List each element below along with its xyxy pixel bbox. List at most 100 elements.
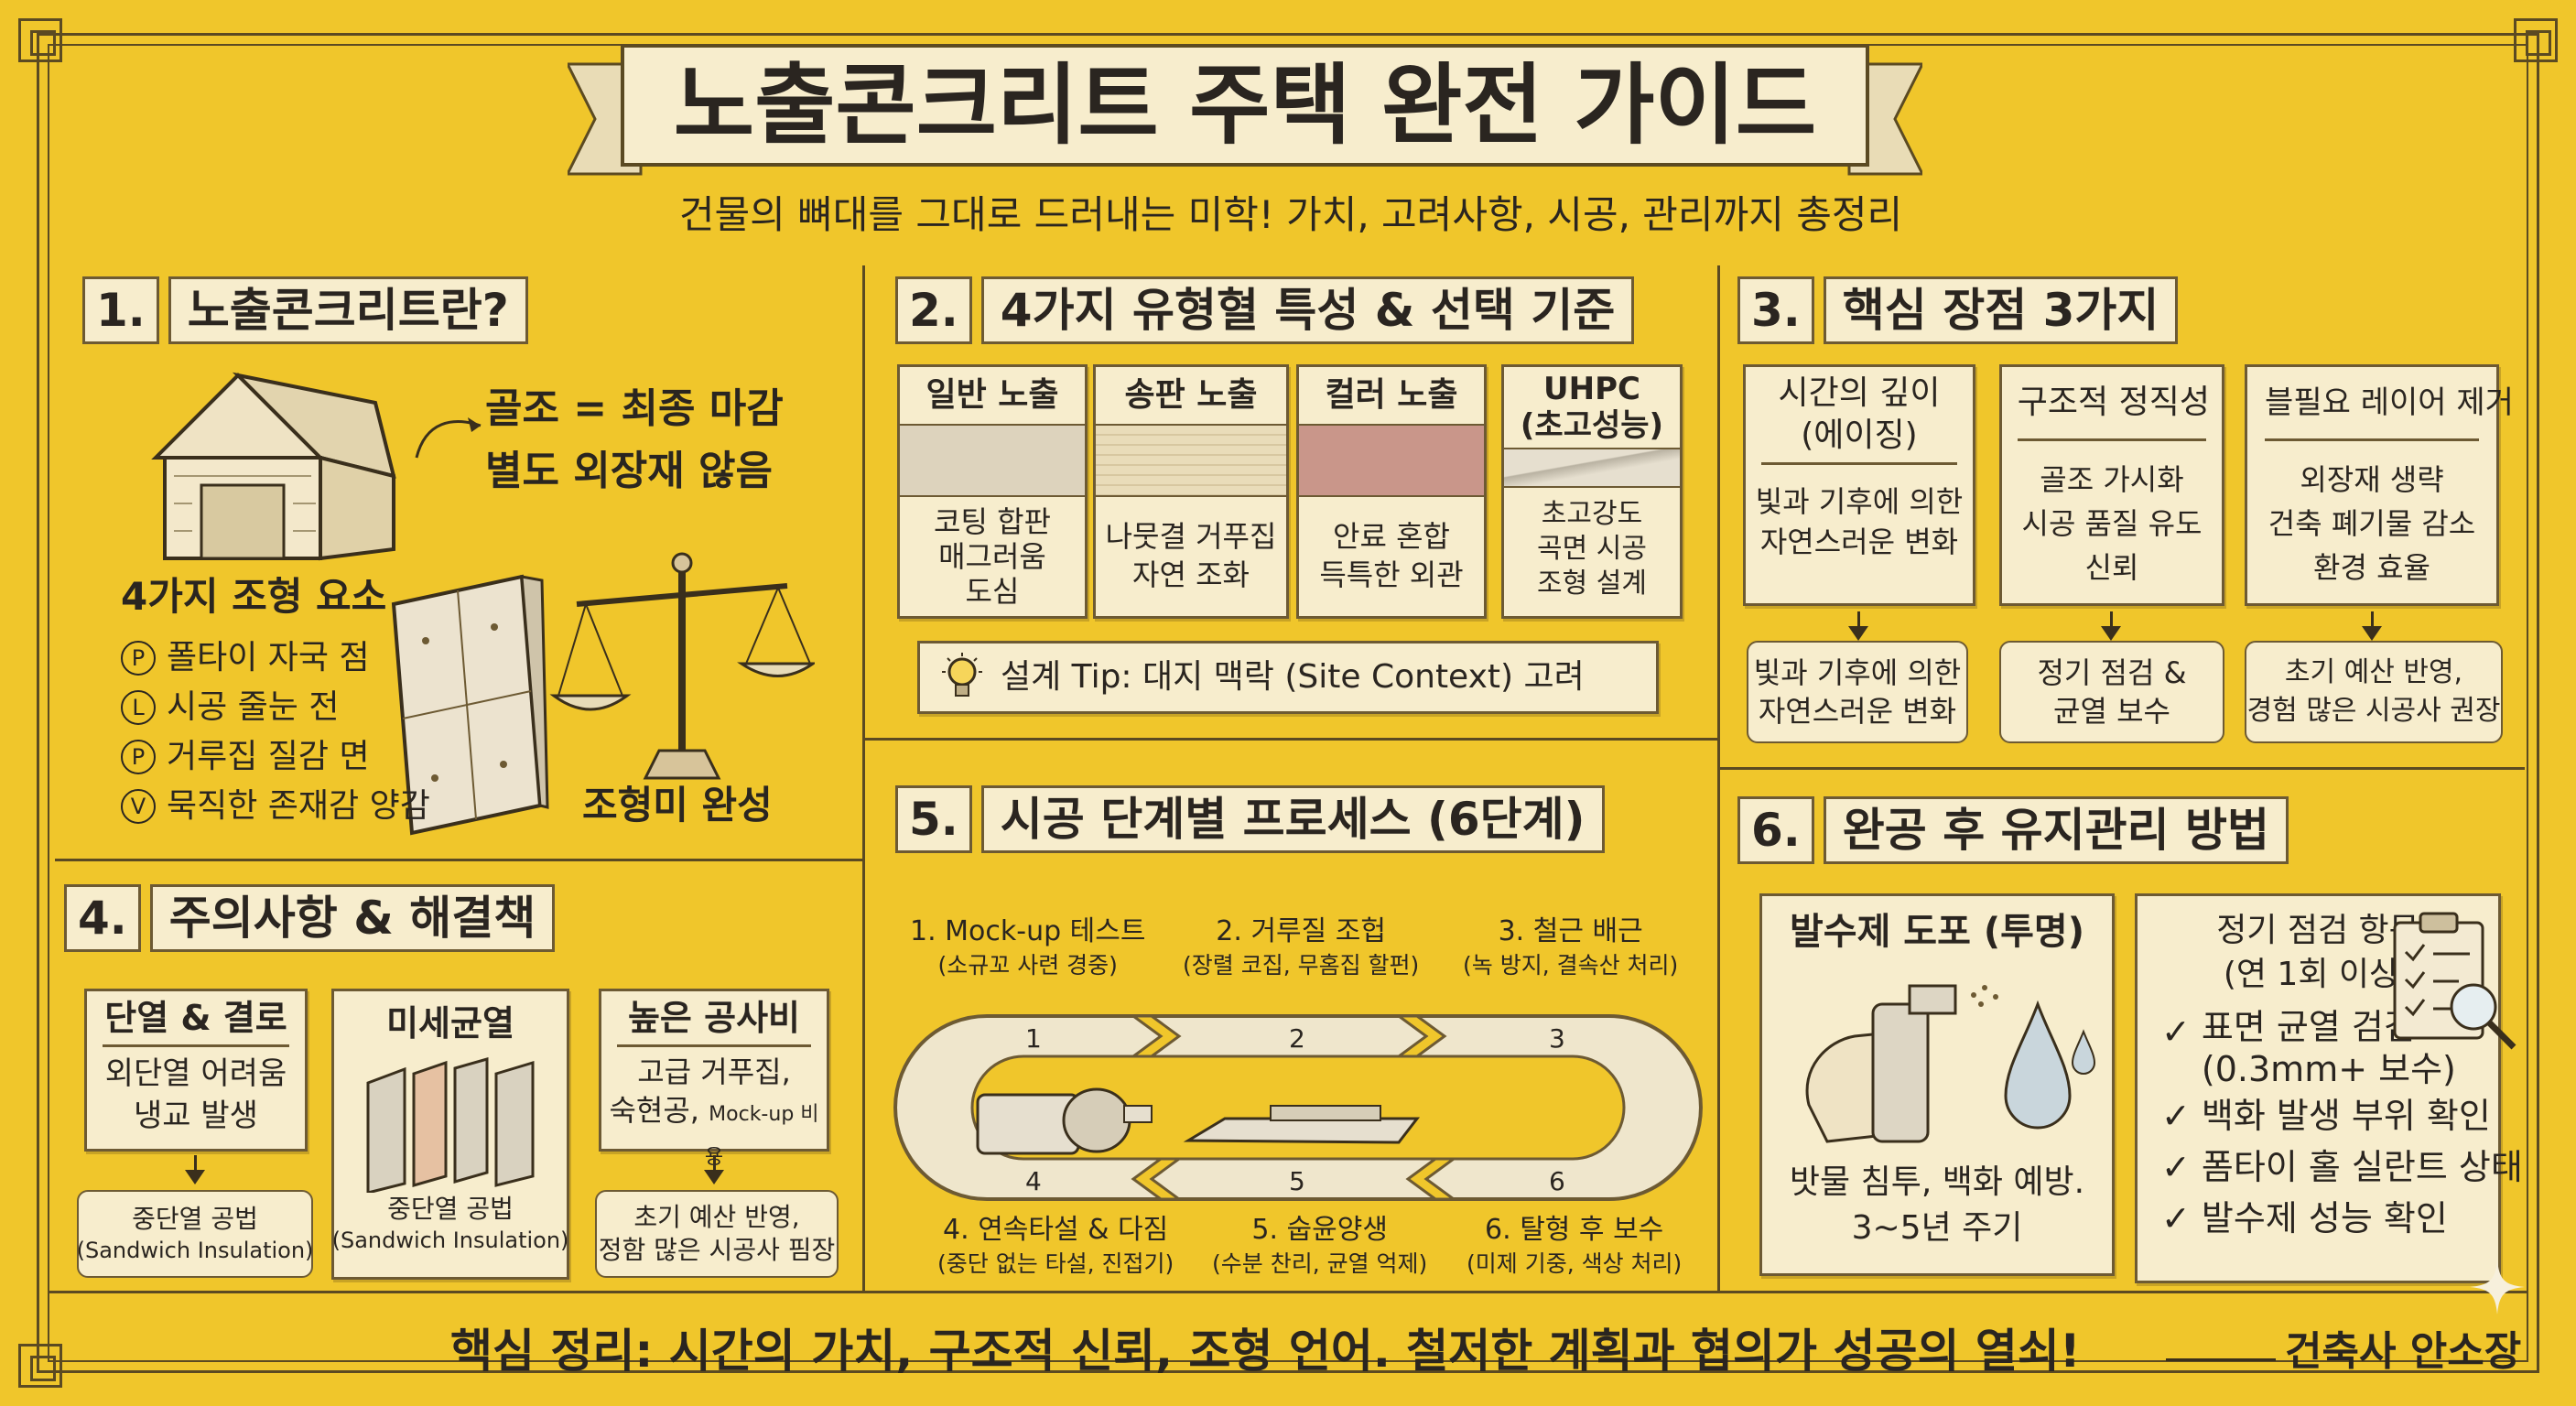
texture-swatch (1096, 424, 1286, 497)
concrete-mixer-icon (976, 1087, 1153, 1155)
callout-line-1: 골조 = 최종 마감 (485, 385, 784, 432)
inspection-list: ✓ 표면 균열 검검 (0.3mm+ 보수) ✓ 백화 발생 부위 확인 ✓ 폼… (2138, 997, 2523, 1244)
advantage-card-layer-removal: 블필요 레이어 제거 외장재 생략 건축 폐기물 감소 환경 효율 (2245, 364, 2514, 606)
inspection-checklist-card: 정기 점검 항목 (연 1회 이상) ✓ 표면 균열 검검 (0.3mm+ 보수… (2135, 893, 2523, 1283)
scale-caption: 조형미 완성 (582, 783, 773, 827)
process-step-2: 2. 거루질 조헙 (장렬 코집, 무홈집 할펀) (1183, 915, 1420, 979)
badge-icon: V (121, 789, 156, 824)
badge-icon: L (121, 690, 156, 725)
row-divider-middle (864, 738, 1719, 741)
section5-number: 5. (895, 785, 972, 853)
section5-header: 5. 시공 단계별 프로세스 (6단계) (895, 785, 1605, 853)
design-tip-text: 설계 Tip: 대지 맥락 (Site Context) 고려 (1001, 658, 1585, 696)
step-number-3: 3 (1549, 1023, 1565, 1054)
check-item: ✓ 폼타이 홀 실란트 상태 (2161, 1147, 2523, 1187)
house-sketch (151, 372, 396, 561)
sandwich-panel-sketch (366, 1057, 535, 1193)
section2-header: 2. 4가지 유형혈 특성 & 선택 기준 (895, 276, 1635, 344)
callout-line-2: 별도 외장재 않음 (485, 448, 773, 494)
check-item: ✓ 표면 균열 검검 (0.3mm+ 보수) (2161, 1007, 2456, 1089)
step-number-2: 2 (1289, 1023, 1305, 1054)
footer-divider (48, 1291, 2528, 1293)
lightbulb-icon (942, 653, 982, 697)
section3-header: 3. 핵심 장점 3가지 (1737, 276, 2179, 344)
clipboard-magnifier-icon (2393, 912, 2516, 1050)
texture-swatch (1504, 448, 1680, 488)
advantage-card-aging: 시간의 깊이 (에이징) 빛과 기후에 의한 자연스러운 변화 (1743, 364, 1975, 606)
section1-title: 노출콘크리트란? (168, 276, 528, 344)
step-number-1: 1 (1025, 1023, 1042, 1054)
corner-ornament-tl (18, 18, 62, 62)
process-step-4: 4. 연속타설 & 다짐 (중단 없는 타설, 진접기) (937, 1214, 1174, 1277)
section1-header: 1. 노출콘크리트란? (82, 276, 528, 344)
type-card-board: 송판 노출 나뭇결 거푸집 자연 조화 (1093, 364, 1289, 619)
step-number-6: 6 (1549, 1166, 1565, 1196)
type-card-general: 일반 노출 코팅 합판 매그러움 도심 (897, 364, 1088, 619)
row-divider-right (1719, 767, 2525, 770)
concrete-panel-sketch (391, 574, 549, 836)
author-signature: 건축사 안소장 (2285, 1328, 2522, 1375)
check-item: ✓ 발수제 성능 확인 (2161, 1198, 2448, 1238)
section4-title: 주의사항 & 해결책 (149, 884, 556, 952)
section5-title: 시공 단계별 프로세스 (6단계) (980, 785, 1605, 853)
section6-number: 6. (1737, 796, 1814, 864)
section3-title: 핵심 장점 3가지 (1823, 276, 2179, 344)
section1-number: 1. (82, 276, 159, 344)
page-subtitle: 건물의 뼈대를 그대로 드러내는 미학! 가치, 고려사항, 시공, 관리까지 … (678, 192, 1903, 237)
signature-line (2166, 1358, 2276, 1361)
check-item: ✓ 백화 발생 부위 확인 (2161, 1096, 2491, 1136)
type-card-color: 컬러 노출 안료 혼합 득특한 외관 (1296, 364, 1487, 619)
advantage-note: 초기 예산 반영, 경험 많은 시공사 권장 (2245, 641, 2503, 743)
texture-swatch (900, 424, 1085, 497)
outer-frame (37, 33, 2539, 1373)
row-divider-left (55, 859, 864, 861)
spray-bottle-icon (1805, 984, 2096, 1143)
down-arrow-icon (2362, 611, 2382, 641)
process-step-6: 6. 탈형 후 보수 (미제 기중, 색상 처리) (1467, 1214, 1683, 1277)
section4-number: 4. (64, 884, 141, 952)
corner-ornament-bl (18, 1344, 62, 1388)
section4-header: 4. 주의사항 & 해결책 (64, 884, 556, 952)
caution-card-cost: 높은 공사비 고급 거푸집, 숙현공, Mock-up 비용 (599, 989, 829, 1169)
down-arrow-icon (1848, 611, 1868, 641)
elements-title: 4가지 조형 요소 (121, 574, 387, 619)
footer-summary: 핵심 정리: 시간의 가치, 구조적 신뢰, 조형 언어. 철저한 계획과 협의… (450, 1325, 2081, 1378)
water-repellent-card: 발수제 도포 (투명) 밧물 침투, 백화 예방. 3~5년 주기 (1759, 893, 2115, 1276)
advantage-card-honesty: 구조적 정직성 골조 가시화 시공 품질 유도 신뢰 (1999, 364, 2224, 606)
design-tip-box: 설계 Tip: 대지 맥락 (Site Context) 고려 (917, 641, 1659, 714)
corner-ornament-tr (2514, 18, 2558, 62)
section2-title: 4가지 유형혈 특성 & 선택 기준 (980, 276, 1635, 344)
section6-title: 완공 후 유지관리 방법 (1823, 796, 2289, 864)
process-loop: 1 2 3 4 5 6 (893, 1014, 1703, 1201)
texture-swatch (1299, 424, 1484, 497)
down-arrow-icon (2101, 611, 2121, 641)
advantage-note: 빛과 기후에 의한 자연스러운 변화 (1747, 641, 1968, 743)
down-arrow-icon (704, 1155, 724, 1184)
concrete-slab-icon (1183, 1105, 1421, 1144)
process-step-5: 5. 숩윤양생 (수분 찬리, 균열 억제) (1212, 1214, 1428, 1277)
section3-number: 3. (1737, 276, 1814, 344)
page-title: 노출콘크리트 주택 완전 가이드 (673, 54, 1817, 157)
callout-arrow (415, 417, 482, 459)
badge-icon: P (121, 641, 156, 676)
type-card-uhpc: UHPC (초고성능) 초고강도 곡면 시공 조형 설계 (1501, 364, 1683, 619)
step-number-4: 4 (1025, 1166, 1042, 1196)
title-ribbon (568, 44, 1922, 176)
process-step-1: 1. Mock-up 테스트 (소규꼬 사련 경중) (910, 915, 1146, 979)
step-number-5: 5 (1289, 1166, 1305, 1196)
solution-box-cost: 초기 예산 반영, 정함 많은 시공사 핌장 (595, 1190, 839, 1278)
balance-scale-icon (549, 552, 815, 780)
sparkle-icon (2470, 1260, 2525, 1314)
column-divider-right (1717, 265, 1720, 1291)
process-step-3: 3. 철근 배근 (녹 방지, 결속산 처리) (1463, 915, 1679, 979)
down-arrow-icon (185, 1155, 205, 1184)
solution-box-insulation: 중단열 공법 (Sandwich Insulation) (77, 1190, 313, 1278)
badge-icon: P (121, 740, 156, 774)
advantage-note: 정기 점검 & 균열 보수 (1999, 641, 2224, 743)
